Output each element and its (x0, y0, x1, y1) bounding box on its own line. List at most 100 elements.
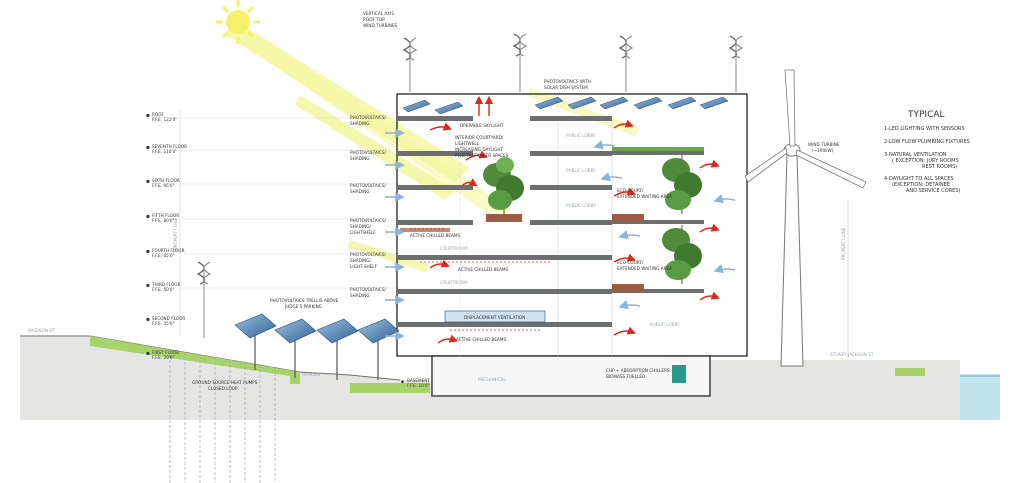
annotation-operable-skylight: OPERABLE SKYLIGHT (460, 123, 504, 128)
svg-text:ECO-COURT/: ECO-COURT/ (617, 188, 644, 193)
annotation-courtyard: INTERIOR COURTYARD/ LIGHTWELL INCREASING… (455, 135, 509, 158)
svg-text:SIXTH FLOOR: SIXTH FLOOR (152, 178, 180, 183)
svg-text:SECOND FLOOR: SECOND FLOOR (152, 316, 185, 321)
svg-text:PARKING: PARKING (302, 372, 320, 377)
svg-text:⚫: ⚫ (145, 316, 151, 324)
vawt-icon-4 (728, 35, 744, 92)
note-3b: REST ROOMS) (922, 164, 957, 170)
annotation-chp: CHP + ABSORPTION CHILLERS BIOMASS FUELLE… (606, 368, 670, 379)
svg-text:BASEMENT: BASEMENT (407, 378, 430, 383)
note-3: 3-NATURAL VENTILATION (884, 152, 947, 158)
site-ground (20, 335, 1000, 420)
svg-text:ROOF: ROOF (152, 112, 165, 117)
svg-text:F.F.E. 122'0": F.F.E. 122'0" (152, 117, 177, 122)
svg-text:ECO-COURT/: ECO-COURT/ (617, 260, 644, 265)
property-line-right-label: PROPERTY LINE (841, 227, 846, 260)
floor-levels: ⚫ ROOF F.F.E. 122'0" ⚫ SEVENTH FLOOR F.F… (145, 112, 400, 360)
svg-text:PHOTOVOLTAICS WITH: PHOTOVOLTAICS WITH (544, 79, 591, 84)
annotation-pv-shading-4: PHOTOVOLTAICS/ SHADING (350, 287, 387, 298)
svg-text:F.F.E. 110'0": F.F.E. 110'0" (152, 149, 177, 154)
building-section (396, 93, 748, 397)
typical-notes: TYPICAL 1-LED LIGHTING WITH SENSORS 2-LO… (884, 110, 970, 194)
svg-text:PHOTOVOLTAICS/: PHOTOVOLTAICS/ (350, 115, 387, 120)
floor-level-fifth: ⚫ FIFTH FLOOR F.F.E. 80'0" (145, 213, 400, 223)
annotation-pv-shading-2: PHOTOVOLTAICS/ SHADING (350, 150, 387, 161)
blade-left (744, 147, 788, 183)
svg-text:WIND TURBINES: WIND TURBINES (363, 23, 397, 28)
svg-text:⚫: ⚫ (400, 379, 405, 386)
svg-text:GROUND SOURCE HEAT PUMPS: GROUND SOURCE HEAT PUMPS (192, 380, 258, 385)
pv-trellis-panel-4 (357, 318, 400, 380)
vawt-icon-3 (618, 35, 634, 92)
svg-text:BIOMASS FUELLED: BIOMASS FUELLED (606, 374, 645, 379)
blade-up (784, 69, 796, 147)
svg-text:PHOTOVOLTAICS/: PHOTOVOLTAICS/ (350, 287, 387, 292)
svg-text:PUBLIC LOBBY: PUBLIC LOBBY (566, 203, 596, 208)
note-2: 2-LOW FLOW PLUMBING FIXTURES (884, 139, 970, 145)
sun-beam-5 (527, 88, 640, 136)
svg-text:ROOF TOP: ROOF TOP (363, 17, 385, 22)
red-exhaust-arrows (429, 95, 720, 344)
floor-level-seventh: ⚫ SEVENTH FLOOR F.F.E. 110'0" (145, 144, 400, 154)
annotation-chilled-beams-3: ACTIVE CHILLED BEAMS (456, 337, 507, 342)
svg-text:F.F.E. 20'0": F.F.E. 20'0" (152, 355, 175, 360)
svg-text:EXTENDED WAITING AREA: EXTENDED WAITING AREA (617, 266, 672, 271)
annotation-pv-dish: PHOTOVOLTAICS WITH SOLAR DISH SYSTEM (544, 79, 591, 90)
courtyard-bamboo-1 (483, 157, 524, 214)
street-left-label: MADISON ST (28, 328, 55, 333)
svg-text:⚫: ⚫ (145, 112, 151, 120)
basement-box (431, 355, 711, 397)
geothermal-loop (169, 350, 276, 483)
svg-text:INTERIOR COURTYARD/: INTERIOR COURTYARD/ (455, 135, 504, 140)
svg-text:PUBLIC LOBBY: PUBLIC LOBBY (566, 133, 596, 138)
svg-text:SHADING/: SHADING/ (350, 258, 372, 263)
room-labels: PUBLIC LOBBY PUBLIC LOBBY PUBLIC LOBBY C… (302, 133, 680, 382)
floor-level-fourth: ⚫ FOURTH FLOOR F.F.E. 65'0" (145, 248, 400, 258)
svg-text:PUBLIC LOBBY: PUBLIC LOBBY (650, 322, 680, 327)
svg-text:JUDGE'S PARKING: JUDGE'S PARKING (284, 304, 322, 309)
svg-text:LIGHTSHELF: LIGHTSHELF (350, 230, 376, 235)
floor-level-third: ⚫ THIRD FLOOR F.F.E. 50'0" (145, 282, 400, 292)
svg-text:⚫: ⚫ (145, 282, 151, 290)
svg-text:PHOTOVOLTAICS TRELLIS ABOVE: PHOTOVOLTAICS TRELLIS ABOVE (270, 298, 339, 303)
svg-text:⚫: ⚫ (145, 178, 151, 186)
annotation-basement: ⚫ BASEMENT F.F.E. 10'0" (400, 378, 430, 388)
vawt-icon-1 (402, 37, 418, 92)
slabs-right (530, 116, 704, 293)
rooftop-wind-turbines (196, 33, 744, 338)
svg-text:FOURTH FLOOR: FOURTH FLOOR (152, 248, 185, 253)
annotation-pv-trellis: PHOTOVOLTAICS TRELLIS ABOVE JUDGE'S PARK… (270, 298, 339, 309)
annotation-wind-turbine: WIND TURBINE (~100kW) (808, 142, 840, 153)
note-1: 1-LED LIGHTING WITH SENSORS (884, 126, 965, 132)
blue-intake-arrows (385, 128, 736, 341)
svg-text:SHADING/: SHADING/ (350, 224, 372, 229)
annotation-chilled-beams-1: ACTIVE CHILLED BEAMS (410, 233, 461, 238)
sun-beam-3 (295, 95, 455, 200)
svg-text:PUBLIC LOBBY: PUBLIC LOBBY (566, 168, 596, 173)
annotation-chilled-beams-2: ACTIVE CHILLED BEAMS (458, 267, 509, 272)
svg-text:VERTICAL AXIS: VERTICAL AXIS (363, 11, 394, 16)
svg-text:F.F.E. 35'0": F.F.E. 35'0" (152, 321, 175, 326)
pv-trellis-panel-2 (274, 318, 317, 378)
svg-text:SHADING: SHADING (350, 293, 370, 298)
eco-court-bamboo-1 (662, 155, 702, 214)
property-line-left-label: PROPERTY LINE (173, 217, 178, 250)
svg-text:COURTROOM: COURTROOM (440, 246, 468, 251)
svg-text:PHOTOVOLTAICS/: PHOTOVOLTAICS/ (350, 183, 387, 188)
svg-text:F.F.E. 50'0": F.F.E. 50'0" (152, 287, 175, 292)
annotation-eco-court-2: ECO-COURT/ EXTENDED WAITING AREA (617, 260, 672, 271)
annotation-pv-shading-3: PHOTOVOLTAICS/ SHADING (350, 183, 387, 194)
svg-text:WIND TURBINE: WIND TURBINE (808, 142, 840, 147)
svg-text:THIRD FLOOR: THIRD FLOOR (151, 282, 181, 287)
water-body (960, 374, 1000, 420)
svg-text:PHOTOVOLTAICS/: PHOTOVOLTAICS/ (350, 252, 387, 257)
notes-title: TYPICAL (907, 110, 945, 120)
svg-text:CHP + ABSORPTION CHILLERS: CHP + ABSORPTION CHILLERS (606, 368, 670, 373)
blade-right (795, 149, 867, 189)
svg-text:LIGHTWELL: LIGHTWELL (455, 141, 480, 146)
svg-text:SEVENTH FLOOR: SEVENTH FLOOR (152, 144, 187, 149)
svg-text:FIRST FLOOR: FIRST FLOOR (152, 350, 179, 355)
svg-text:FIFTH FLOOR: FIFTH FLOOR (152, 213, 179, 218)
svg-text:⚫: ⚫ (145, 350, 151, 358)
